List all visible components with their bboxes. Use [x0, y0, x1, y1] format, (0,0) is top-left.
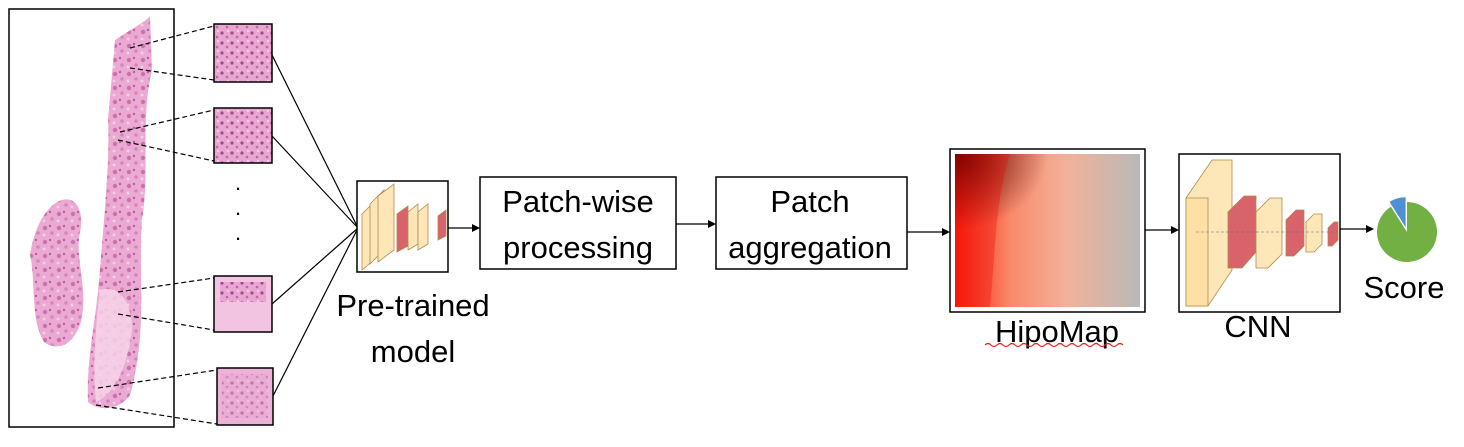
- arrow-hipomap-to-cnn: [1145, 226, 1179, 234]
- patch-aggregation-box: Patch aggregation: [715, 176, 908, 270]
- ellipsis-dot-3: .: [235, 220, 241, 245]
- pretrained-model-box: [356, 180, 449, 273]
- patchwise-processing-box: Patch-wise processing: [479, 176, 677, 270]
- tissue-strip-right-pale: [94, 289, 132, 402]
- arrow-cnn-to-score: [1340, 225, 1374, 233]
- spellcheck-squiggle: [984, 342, 1124, 348]
- tissue-strip-left: [30, 199, 84, 347]
- score-pie: [1377, 197, 1438, 262]
- score-pie-blue-slice: [1389, 197, 1406, 228]
- hipomap-label: HipoMap: [995, 314, 1119, 349]
- patch-3: [213, 275, 273, 333]
- patchwise-label-line1: Patch-wise: [502, 184, 654, 219]
- arrow-patchwise-to-aggregation: [676, 220, 716, 228]
- zoom-lines: [95, 25, 218, 425]
- patch-4: [216, 367, 274, 426]
- patch-to-model-lines: [271, 54, 359, 397]
- arrow-model-to-patchwise: [448, 224, 480, 232]
- ellipsis-dot-2: .: [235, 195, 241, 220]
- patchwise-label-line2: processing: [503, 230, 653, 265]
- patch-1: [213, 23, 273, 83]
- score-pie-green-slice: [1377, 202, 1438, 262]
- pretrained-label-line2: model: [371, 334, 455, 369]
- patch-2: [213, 107, 273, 164]
- aggregation-label-line2: aggregation: [728, 230, 892, 265]
- cnn-box: [1178, 153, 1341, 313]
- hipomap-heatmap: [949, 148, 1146, 313]
- cnn-label: CNN: [1224, 309, 1291, 344]
- arrow-aggregation-to-hipomap: [907, 228, 950, 236]
- ellipsis-dot-1: .: [235, 170, 241, 195]
- pretrained-label-line1: Pre-trained: [336, 288, 489, 323]
- score-label: Score: [1364, 270, 1445, 305]
- whole-slide-image: [8, 8, 175, 428]
- aggregation-label-line1: Patch: [770, 184, 849, 219]
